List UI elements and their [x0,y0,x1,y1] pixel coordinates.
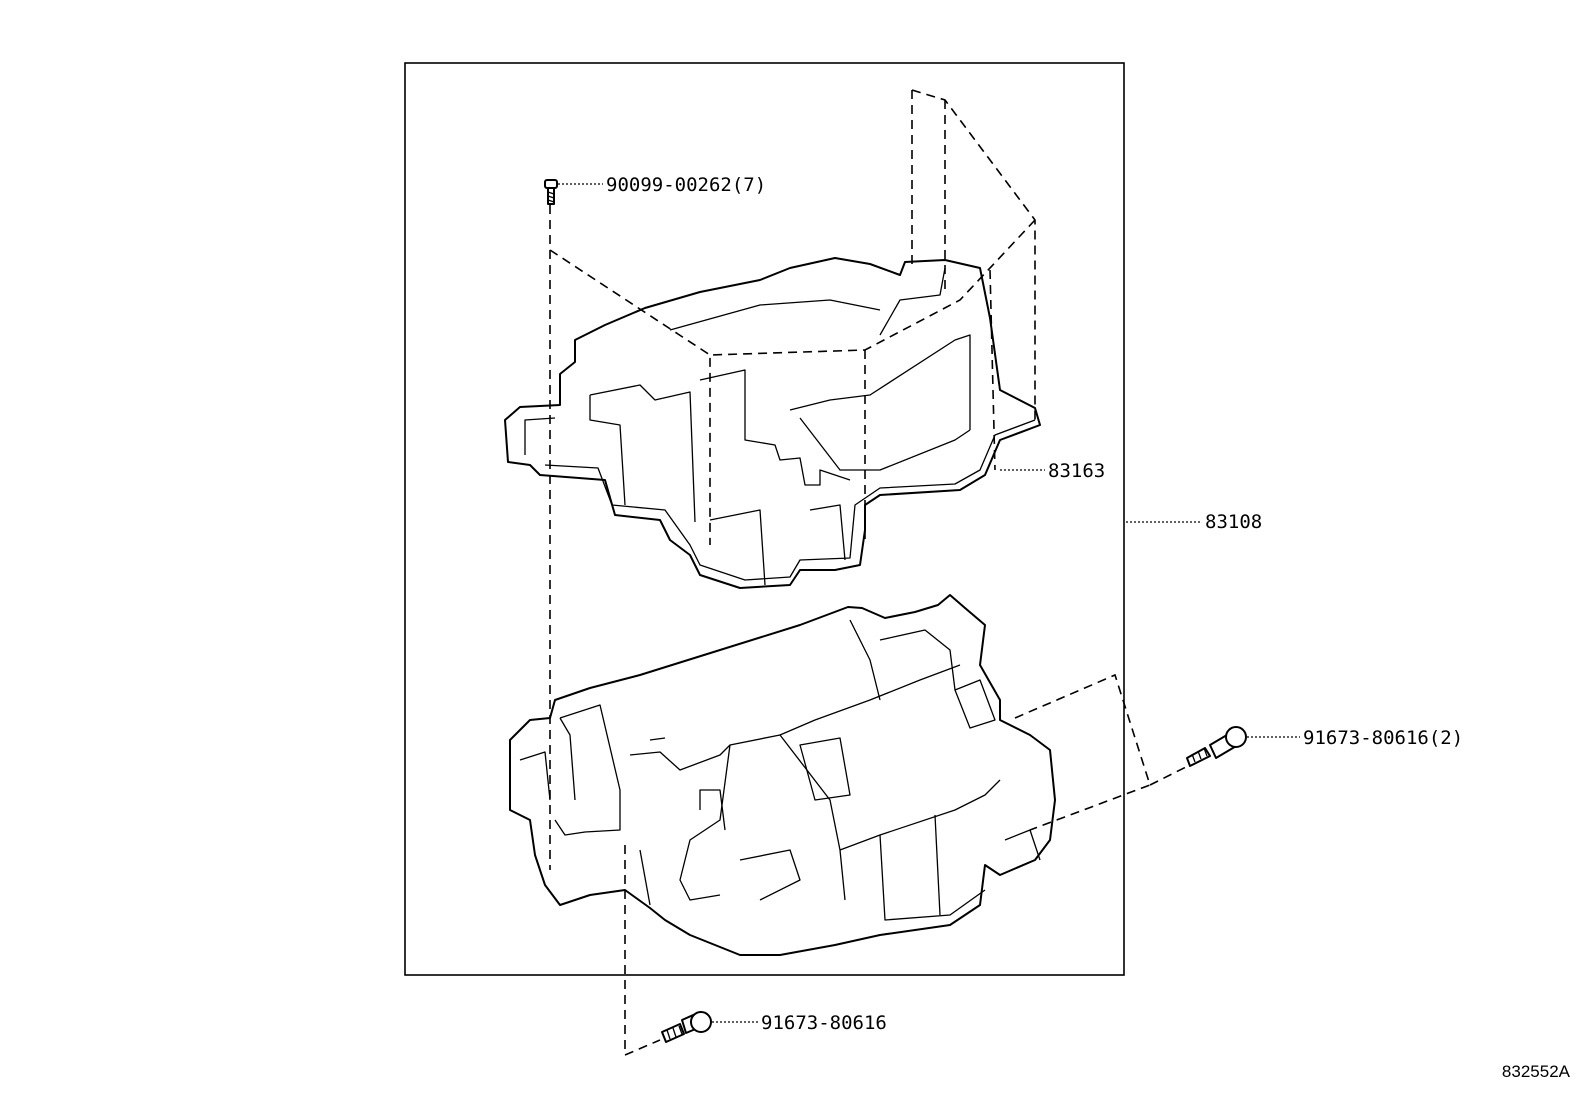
assembly-frame [404,62,1125,976]
figure-code: 832552A [1502,1062,1571,1081]
upper-cover-callout: 83163 [1000,460,1105,482]
tapping-screw-icon [661,1011,712,1043]
right-screw[interactable]: 91673-80616(2) [1186,726,1463,767]
assembly-callout: 83108 [1126,511,1262,533]
phantom-guide-lines [549,89,1211,1056]
tapping-screw-icon [1186,726,1247,767]
upper-cover-label: 83163 [1048,460,1105,482]
bottom-screw-label: 91673-80616 [761,1012,887,1034]
upper-cover-housing[interactable] [504,257,1041,589]
small-screw-icon [544,179,558,205]
top-screw[interactable]: 90099-00262(7) [544,174,766,205]
lower-case-housing[interactable] [509,594,1056,956]
top-screw-label: 90099-00262(7) [606,174,766,196]
assembly-label: 83108 [1205,511,1262,533]
bottom-screw[interactable]: 91673-80616 [661,1011,887,1043]
right-screw-label: 91673-80616(2) [1303,727,1463,749]
